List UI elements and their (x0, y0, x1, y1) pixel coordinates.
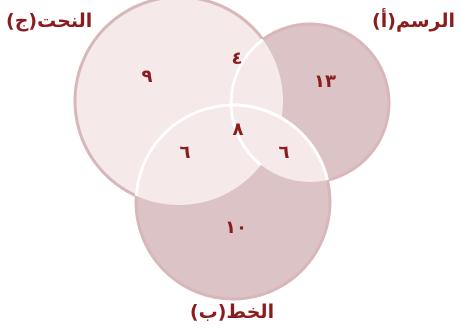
region-b-only-value: ١٠ (225, 217, 247, 238)
region-a-b-c-value: ٨ (233, 119, 244, 140)
set-c-label: (ج)النحت (6, 10, 92, 32)
region-a-c-value: ٤ (232, 48, 243, 69)
intersection-a-b (231, 105, 330, 182)
boundary-b-inside-a (231, 103, 332, 182)
set-b-label: (ب)الخط (190, 301, 274, 323)
boundary-a-inside-c (229, 22, 283, 184)
region-b-c-value: ٦ (180, 142, 191, 163)
region-a-b-value: ٦ (279, 142, 290, 163)
set-a-label: (أ)الرسم (372, 8, 455, 32)
region-c-only-value: ٩ (142, 66, 153, 87)
region-a-only-value: ١٣ (314, 71, 336, 92)
